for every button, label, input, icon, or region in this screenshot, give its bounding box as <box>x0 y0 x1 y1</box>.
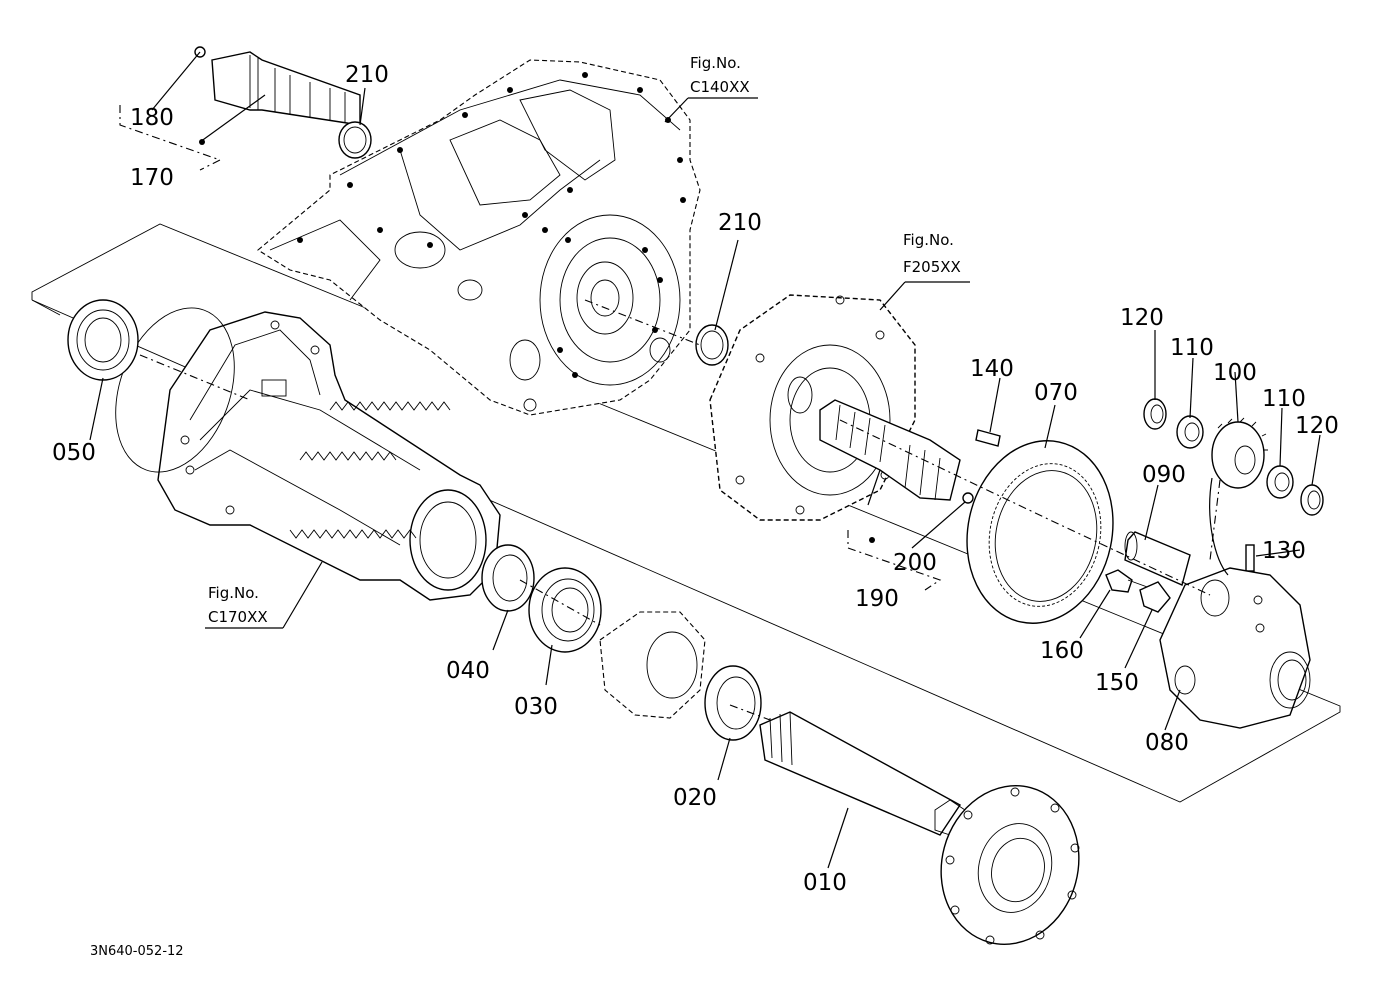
axle-housing <box>157 311 501 601</box>
planet-carrier-080 <box>1159 567 1311 729</box>
label-120-a: 120 <box>1120 305 1164 331</box>
bearing-050 <box>67 299 139 381</box>
bearing-retainer-ghost <box>599 611 706 719</box>
label-120-b: 120 <box>1295 413 1339 439</box>
pin-090 <box>1124 531 1191 586</box>
label-090: 090 <box>1142 462 1186 488</box>
label-070: 070 <box>1034 380 1078 406</box>
leader-lines <box>89 51 1321 869</box>
needle-bearing-110-b <box>1266 465 1294 499</box>
svg-text:C170XX: C170XX <box>208 608 268 626</box>
assembly-lines <box>119 105 1221 721</box>
label-110-b: 110 <box>1262 386 1306 412</box>
svg-text:Fig.No.: Fig.No. <box>208 584 259 602</box>
figref-c140xx: Fig.No. C140XX <box>690 54 750 96</box>
shaft-190 <box>819 399 974 504</box>
label-080: 080 <box>1145 730 1189 756</box>
label-160: 160 <box>1040 638 1084 664</box>
svg-text:C140XX: C140XX <box>690 78 750 96</box>
part-number-labels: 010 020 030 040 050 070 080 090 100 110 … <box>52 62 1339 896</box>
label-130: 130 <box>1262 538 1306 564</box>
svg-text:Fig.No.: Fig.No. <box>903 231 954 249</box>
bearing-030 <box>528 567 602 653</box>
pin-130 <box>1245 544 1255 572</box>
lock-plate-150 <box>1139 581 1171 613</box>
label-140: 140 <box>970 356 1014 382</box>
diagram-code: 3N640-052-12 <box>90 944 184 959</box>
label-190: 190 <box>855 586 899 612</box>
planetary-housing <box>709 294 916 521</box>
assembly-boundary <box>31 223 1341 803</box>
washer-120-b <box>1300 484 1324 516</box>
label-200: 200 <box>893 550 937 576</box>
axle-shaft-010 <box>759 711 1080 945</box>
label-020: 020 <box>673 785 717 811</box>
seal-020 <box>704 665 762 741</box>
figref-c170xx: Fig.No. C170XX <box>208 584 268 626</box>
shaft-170 <box>194 46 361 126</box>
label-040: 040 <box>446 658 490 684</box>
label-100: 100 <box>1213 360 1257 386</box>
label-030: 030 <box>514 694 558 720</box>
svg-text:F205XX: F205XX <box>903 258 961 276</box>
label-110-a: 110 <box>1170 335 1214 361</box>
pin-140 <box>975 429 1001 447</box>
needle-bearing-110-a <box>1176 415 1204 449</box>
ring-gear-070 <box>966 440 1114 624</box>
figref-f205xx: Fig.No. F205XX <box>903 231 961 276</box>
label-170: 170 <box>130 165 174 191</box>
seal-040 <box>481 544 535 612</box>
planet-gear-100 <box>1211 417 1268 489</box>
bolt-160 <box>1105 569 1151 593</box>
washer-120-a <box>1143 398 1167 430</box>
label-150: 150 <box>1095 670 1139 696</box>
label-180: 180 <box>130 105 174 131</box>
label-050: 050 <box>52 440 96 466</box>
label-210-mid: 210 <box>718 210 762 236</box>
label-010: 010 <box>803 870 847 896</box>
label-210-top: 210 <box>345 62 389 88</box>
transmission-case-ghost <box>257 59 701 416</box>
svg-text:Fig.No.: Fig.No. <box>690 54 741 72</box>
